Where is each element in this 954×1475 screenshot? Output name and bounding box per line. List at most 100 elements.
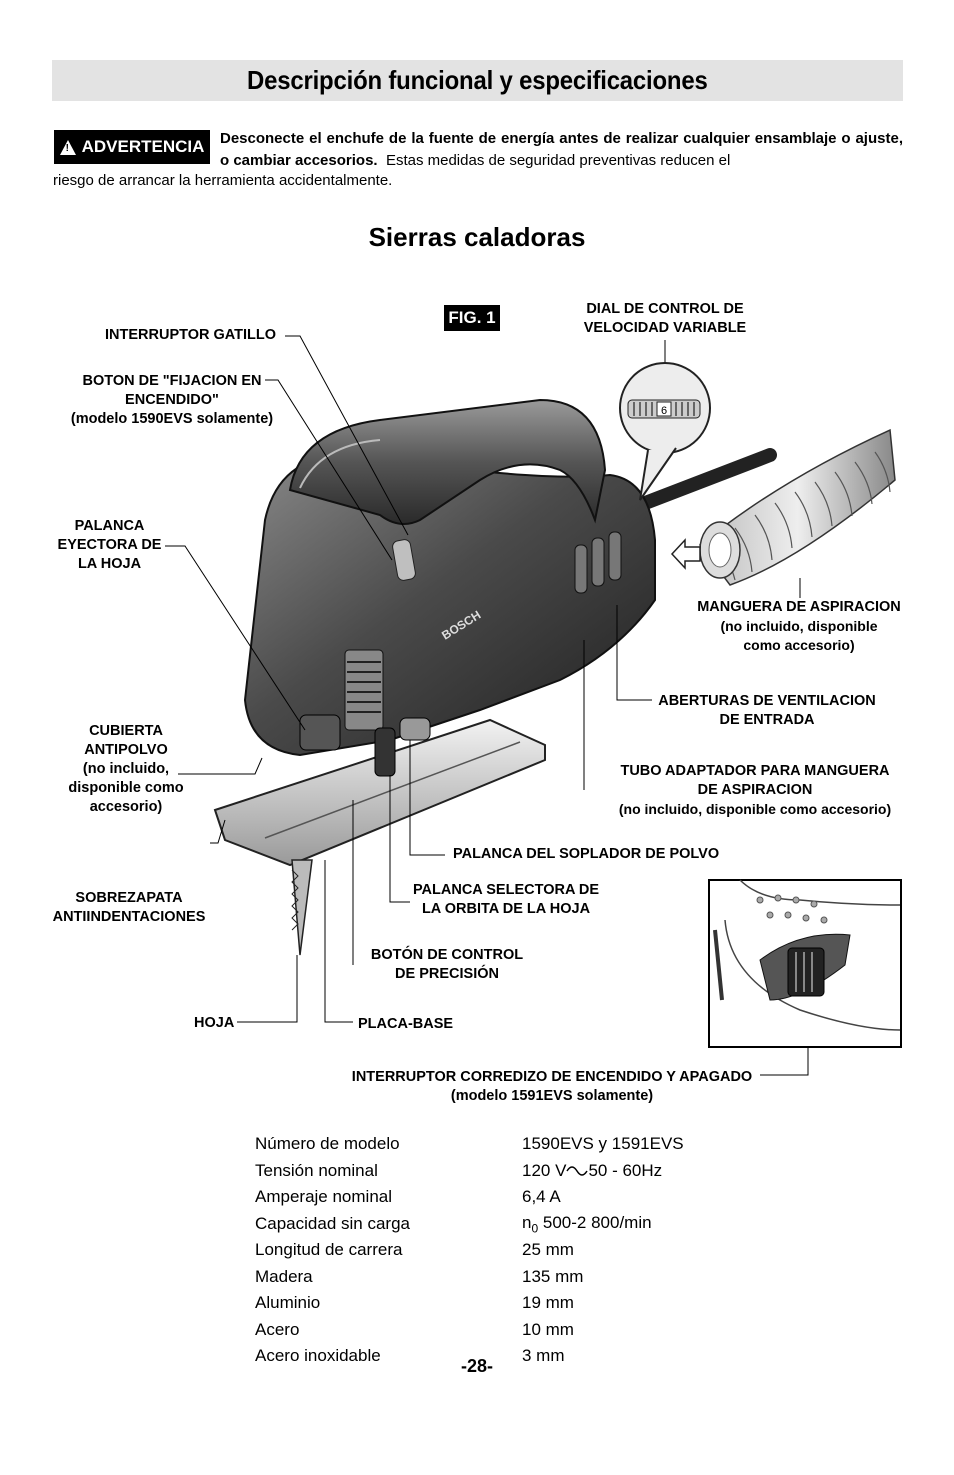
spec-value: 25 mm — [522, 1240, 574, 1260]
label-manguera-line2: (no incluido, disponible — [720, 618, 878, 634]
label-aberturas-line2: DE ENTRADA — [719, 712, 815, 728]
spec-value: 10 mm — [522, 1319, 574, 1339]
dust-blower-lever — [399, 717, 431, 741]
label-manguera-line3: como accesorio) — [743, 637, 855, 653]
table-row: Número de modelo 1590EVS y 1591EVS — [255, 1131, 684, 1158]
table-row: Madera 135 mm — [255, 1264, 684, 1291]
table-row: Longitud de carrera 25 mm — [255, 1237, 684, 1264]
label-palanca-soplador: PALANCA DEL SOPLADOR DE POLVO — [453, 846, 720, 862]
table-row: Acero inoxidable 3 mm — [255, 1343, 684, 1370]
spec-value: n0 500-2 800/min — [522, 1211, 684, 1238]
front-grip — [344, 649, 384, 731]
page-title: Descripción funcional y especificaciones — [247, 65, 708, 95]
spec-label: Tensión nominal — [255, 1160, 378, 1180]
label-tubo-adaptador: TUBO ADAPTADOR PARA MANGUERA DE ASPIRACI… — [602, 762, 908, 819]
warning-icon: ! — [59, 139, 76, 155]
table-row: Acero 10 mm — [255, 1317, 684, 1344]
label-boton-fijacion-line1: BOTON DE "FIJACION EN — [82, 373, 262, 389]
label-interruptor-gatillo: INTERRUPTOR GATILLO — [105, 327, 277, 343]
warning-text-normal: Estas medidas de seguridad preventivas r… — [385, 152, 731, 169]
dial-value: 6 — [661, 405, 667, 417]
spec-label: Longitud de carrera — [255, 1240, 403, 1260]
warning-badge-label: ADVERTENCIA — [81, 137, 205, 156]
warning-text-continued: riesgo de arrancar la herramienta accide… — [53, 172, 393, 189]
label-interruptor-corredizo-line1: INTERRUPTOR CORREDIZO DE ENCENDIDO Y APA… — [351, 1069, 753, 1085]
saw-handle — [288, 398, 607, 525]
label-manguera-line1: MANGUERA DE ASPIRACION — [697, 599, 901, 615]
label-cubierta-line2: ANTIPOLVO — [84, 742, 168, 758]
label-placa-base: PLACA-BASE — [358, 1016, 454, 1032]
spec-label: Amperaje nominal — [255, 1187, 393, 1207]
vents — [574, 531, 622, 594]
arrow-icon — [670, 538, 701, 570]
label-palanca-eyectora-line2: EYECTORA DE — [57, 537, 162, 553]
vacuum-hose — [698, 428, 896, 586]
label-sobrezapata: SOBREZAPATA ANTIINDENTACIONES — [48, 889, 210, 927]
spec-value-frequency: 50 - 60Hz — [588, 1160, 663, 1180]
spec-label: Aluminio — [255, 1293, 321, 1313]
label-boton-fijacion-line2: ENCENDIDO" — [125, 392, 219, 408]
blade-teeth — [291, 869, 299, 931]
spec-value-speed: 500-2 800/min — [542, 1212, 652, 1232]
label-tubo-line2: DE ASPIRACION — [697, 782, 813, 798]
spec-value: 135 mm — [522, 1266, 584, 1286]
page-number: -28- — [460, 1356, 493, 1376]
label-boton-fijacion: BOTON DE "FIJACION EN ENCENDIDO" (modelo… — [62, 372, 282, 429]
power-cord — [633, 448, 777, 512]
label-tubo-line1: TUBO ADAPTADOR PARA MANGUERA — [620, 763, 890, 779]
jigsaw-illustration: BOSCH 6 — [165, 335, 902, 1076]
figure-label: FIG. 1 — [444, 305, 500, 331]
label-palanca-orbita-line2: LA ORBITA DE LA HOJA — [421, 901, 591, 917]
spec-value-subscript: 0 — [531, 1220, 539, 1235]
spec-value: 19 mm — [522, 1293, 574, 1313]
label-interruptor-corredizo-line2: (modelo 1591EVS solamente) — [450, 1088, 654, 1104]
trigger — [392, 539, 416, 581]
speed-dial-inset: 6 — [619, 362, 711, 501]
label-tubo-line3: (no incluido, disponible como accesorio) — [618, 801, 892, 817]
spec-value-voltage: 120 V — [522, 1160, 567, 1180]
label-interruptor-corredizo: INTERRUPTOR CORREDIZO DE ENCENDIDO Y APA… — [340, 1068, 764, 1106]
specs-table: Número de modelo 1590EVS y 1591EVS Tensi… — [255, 1131, 684, 1370]
warning-badge: ! ADVERTENCIA — [54, 130, 210, 164]
label-palanca-orbita: PALANCA SELECTORA DE LA ORBITA DE LA HOJ… — [406, 881, 606, 919]
spec-value: 120 V 50 - 60Hz — [522, 1158, 684, 1185]
blade-ejector-lever — [299, 714, 341, 751]
leader-lines — [165, 335, 809, 1076]
label-hoja: HOJA — [194, 1015, 235, 1031]
front-grip-ribs — [347, 661, 381, 713]
spec-value: 3 mm — [522, 1346, 565, 1366]
label-cubierta-line1: CUBIERTA — [89, 723, 163, 739]
spec-label: Capacidad sin carga — [255, 1213, 410, 1233]
label-cubierta-line4: disponible como — [68, 780, 184, 796]
label-sobrezapata-line1: SOBREZAPATA — [75, 890, 183, 906]
label-dial-line1: DIAL DE CONTROL DE — [586, 301, 744, 317]
table-row: Aluminio 19 mm — [255, 1290, 684, 1317]
warning-text-bold: Desconecte el enchufe de la fuente de en… — [220, 130, 903, 169]
label-sobrezapata-line2: ANTIINDENTACIONES — [52, 909, 206, 925]
blade — [291, 859, 313, 956]
label-cubierta-line5: accesorio) — [89, 799, 163, 815]
label-boton-fijacion-line3: (modelo 1590EVS solamente) — [70, 411, 274, 427]
label-aberturas-line1: ABERTURAS DE VENTILACION — [658, 693, 876, 709]
label-boton-precision: BOTÓN DE CONTROL DE PRECISIÓN — [362, 946, 532, 984]
table-row: Capacidad sin carga n0 500-2 800/min — [255, 1211, 684, 1238]
spec-value: 6,4 A — [522, 1187, 561, 1207]
label-palanca-eyectora-line1: PALANCA — [74, 518, 145, 534]
title-bar: Descripción funcional y especificaciones — [52, 60, 903, 101]
spec-label: Acero inoxidable — [255, 1346, 381, 1366]
label-palanca-eyectora-line3: LA HOJA — [77, 556, 142, 572]
spec-label: Número de modelo — [255, 1134, 400, 1154]
ac-wave-icon — [566, 1166, 589, 1177]
spec-label: Acero — [255, 1319, 300, 1339]
label-palanca-eyectora: PALANCA EYECTORA DE LA HOJA — [52, 517, 167, 574]
section-title: Sierras caladoras — [368, 222, 586, 252]
table-row: Tensión nominal 120 V 50 - 60Hz — [255, 1158, 684, 1185]
orbit-lever — [374, 727, 396, 777]
label-cubierta-line3: (no incluido, — [82, 761, 170, 777]
label-dial-line2: VELOCIDAD VARIABLE — [583, 320, 747, 336]
base-plate — [213, 718, 546, 867]
slide-switch-inset — [708, 879, 902, 1048]
spec-label: Madera — [255, 1266, 313, 1286]
table-row: Amperaje nominal 6,4 A — [255, 1184, 684, 1211]
label-palanca-orbita-line1: PALANCA SELECTORA DE — [412, 882, 600, 898]
